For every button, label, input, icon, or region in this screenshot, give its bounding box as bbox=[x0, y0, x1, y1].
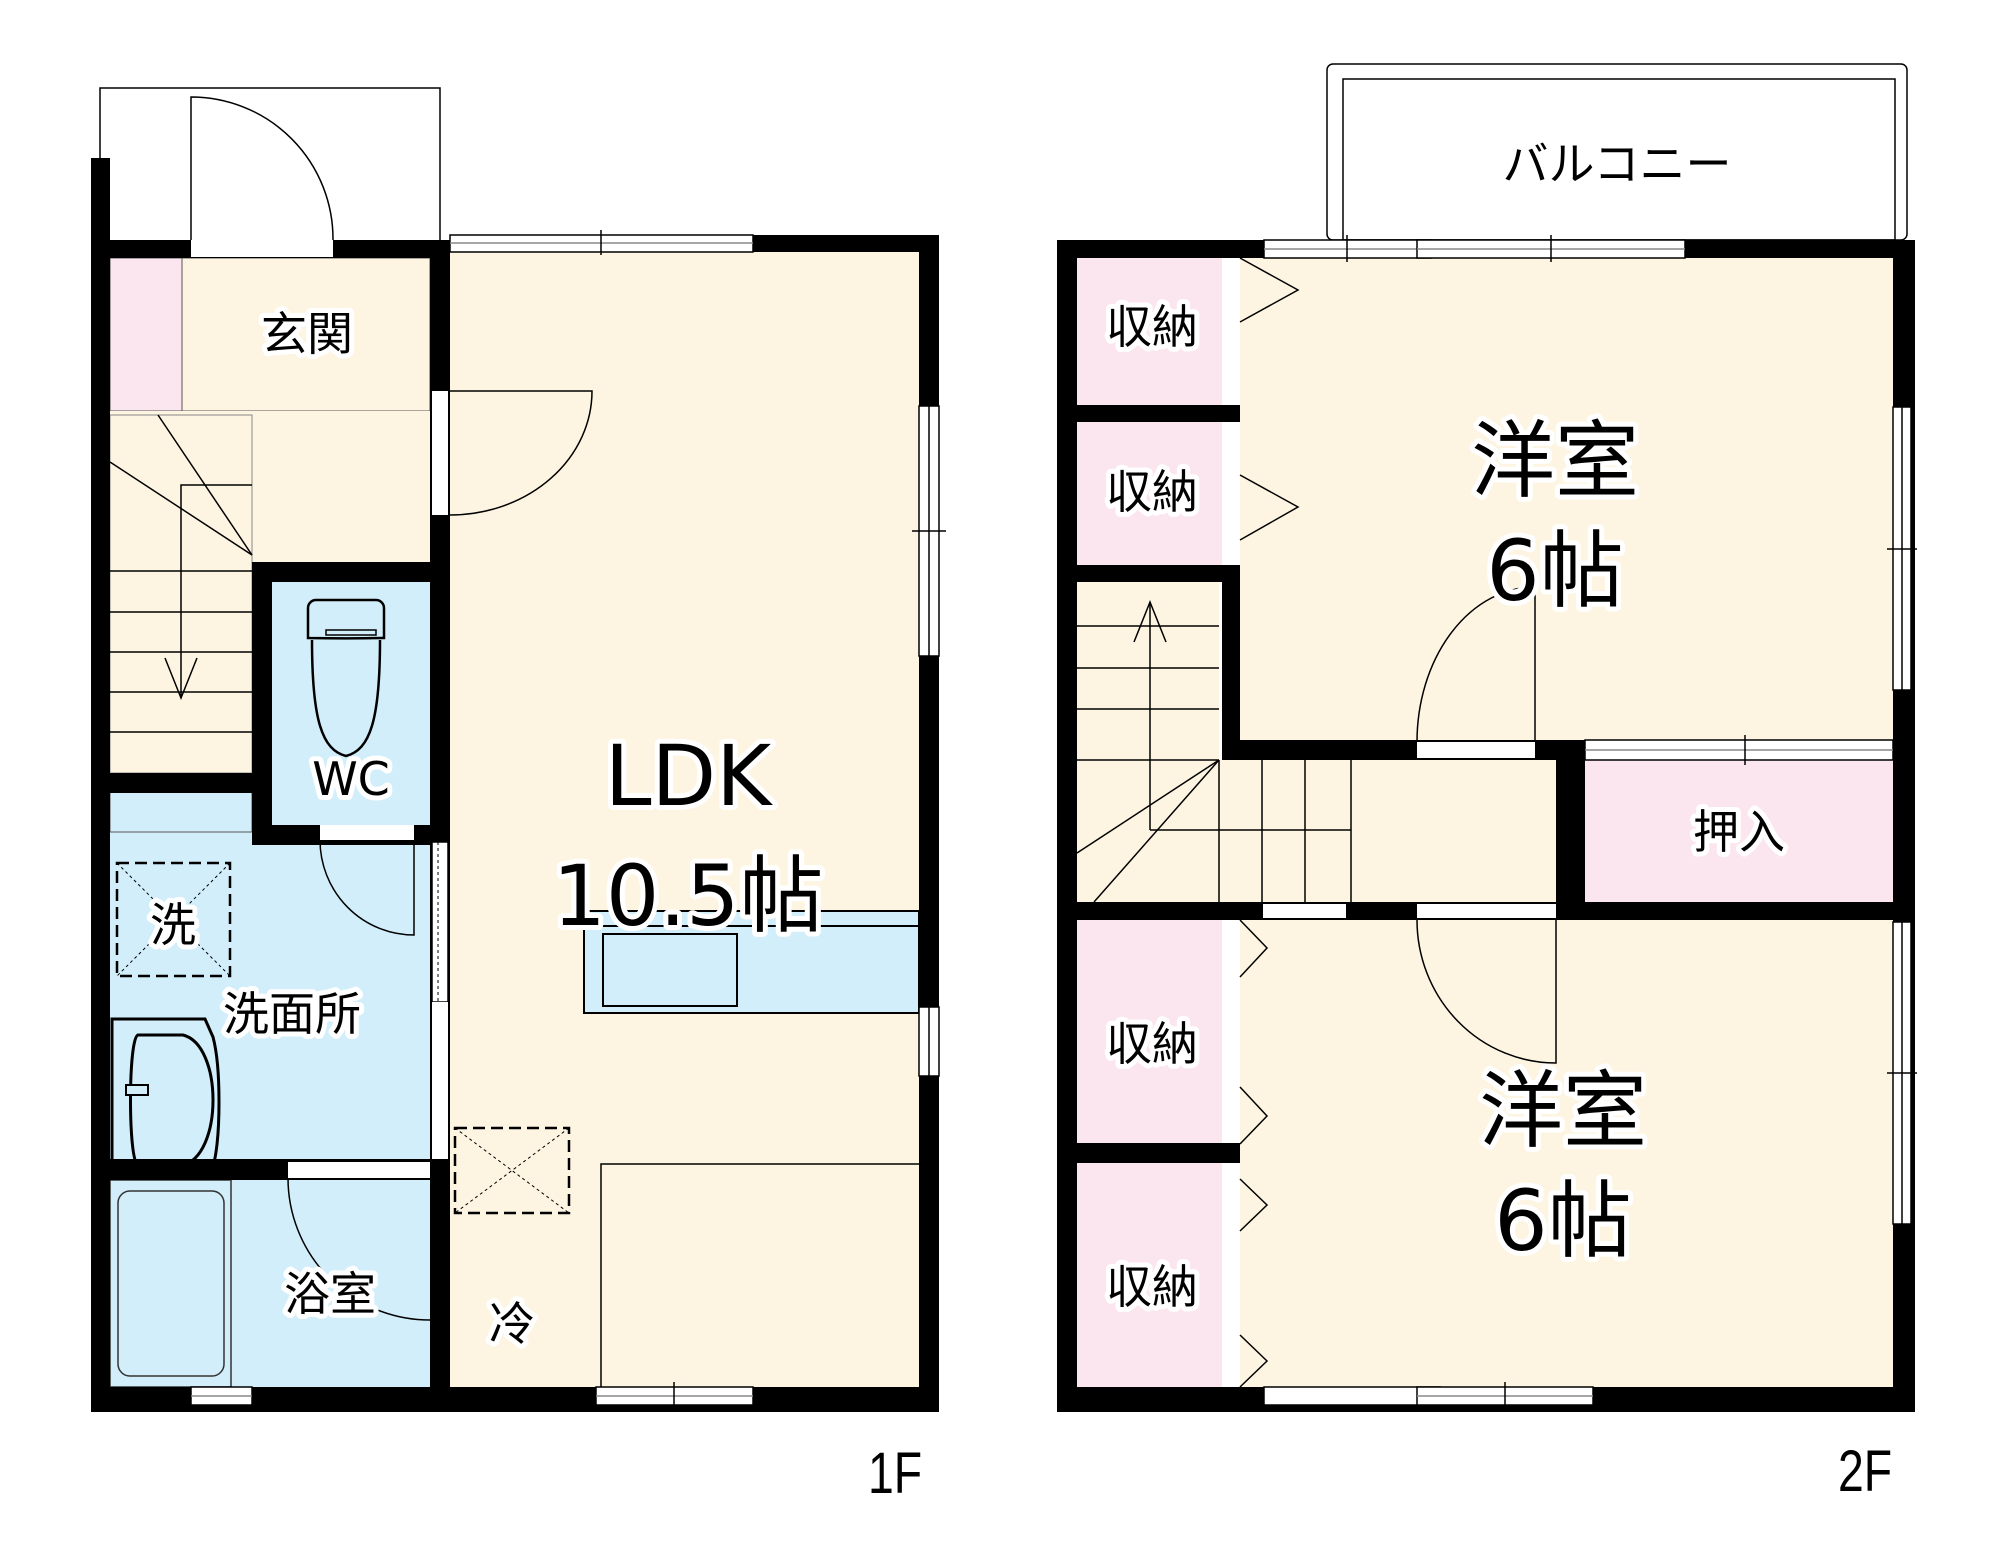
washer-space bbox=[115, 861, 232, 978]
storage-2-label: 収納 bbox=[1106, 465, 1198, 519]
entrance bbox=[181, 257, 431, 412]
bedroom-south-label: 洋室 bbox=[1479, 1062, 1647, 1160]
stairs-1f-lines bbox=[109, 414, 253, 733]
ldk-size: 10.5帖 bbox=[552, 847, 823, 945]
washroom-top bbox=[109, 791, 253, 833]
storage-1 bbox=[1077, 258, 1222, 405]
window bbox=[1263, 1386, 1441, 1406]
openings-1f bbox=[190, 96, 946, 1410]
storage-3 bbox=[1077, 920, 1222, 1143]
bedroom-south-size: 6帖 bbox=[1494, 1172, 1631, 1270]
closet-label: 押入 bbox=[1693, 805, 1785, 859]
toilet-icon bbox=[306, 598, 386, 758]
fridge-space bbox=[453, 1126, 571, 1215]
bedroom-north bbox=[1240, 258, 1893, 743]
storage-2 bbox=[1077, 420, 1222, 565]
ldk-label: LDK bbox=[605, 727, 773, 825]
fridge-label: 冷 bbox=[489, 1297, 535, 1351]
floor-2f: バルコニー 収納 収納 洋室 6帖 押入 収納 収納 洋室 6帖 bbox=[1057, 63, 1917, 1412]
kitchen-counter bbox=[583, 910, 920, 1014]
floor-label-2f: 2F bbox=[1838, 1439, 1893, 1504]
shoe-storage bbox=[109, 257, 183, 412]
entrance-label: 玄関 bbox=[261, 307, 353, 361]
storage-4 bbox=[1077, 1163, 1222, 1387]
storage-1-label: 収納 bbox=[1106, 300, 1198, 354]
folding-doors bbox=[1239, 257, 1300, 1388]
bathroom-label: 浴室 bbox=[284, 1267, 376, 1321]
floor-1f: 玄関 WC 洗 洗面所 浴室 冷 LDK 10.5帖 bbox=[91, 87, 946, 1412]
washroom-label: 洗面所 bbox=[223, 987, 361, 1041]
porch bbox=[99, 87, 441, 244]
openings-2f bbox=[1222, 235, 1917, 1410]
sink-icon bbox=[110, 1017, 221, 1179]
ldk bbox=[450, 250, 919, 1387]
hall-2f bbox=[1077, 760, 1574, 902]
back-counter bbox=[600, 1163, 919, 1387]
bathtub-icon bbox=[109, 1179, 232, 1388]
floor-label-1f: 1F bbox=[868, 1441, 923, 1506]
washer-label: 洗 bbox=[150, 898, 196, 952]
storage-4-label: 収納 bbox=[1106, 1260, 1198, 1314]
stairs-2f-lines bbox=[1076, 599, 1352, 903]
balcony-label: バルコニー bbox=[1502, 137, 1731, 191]
bedroom-north-label: 洋室 bbox=[1471, 412, 1639, 510]
bedroom-north-size: 6帖 bbox=[1486, 522, 1623, 620]
closet bbox=[1585, 760, 1893, 902]
wc-label: WC bbox=[312, 752, 390, 806]
storage-3-label: 収納 bbox=[1106, 1017, 1198, 1071]
sliding-door bbox=[431, 841, 449, 1003]
bedroom-south bbox=[1240, 920, 1893, 1387]
